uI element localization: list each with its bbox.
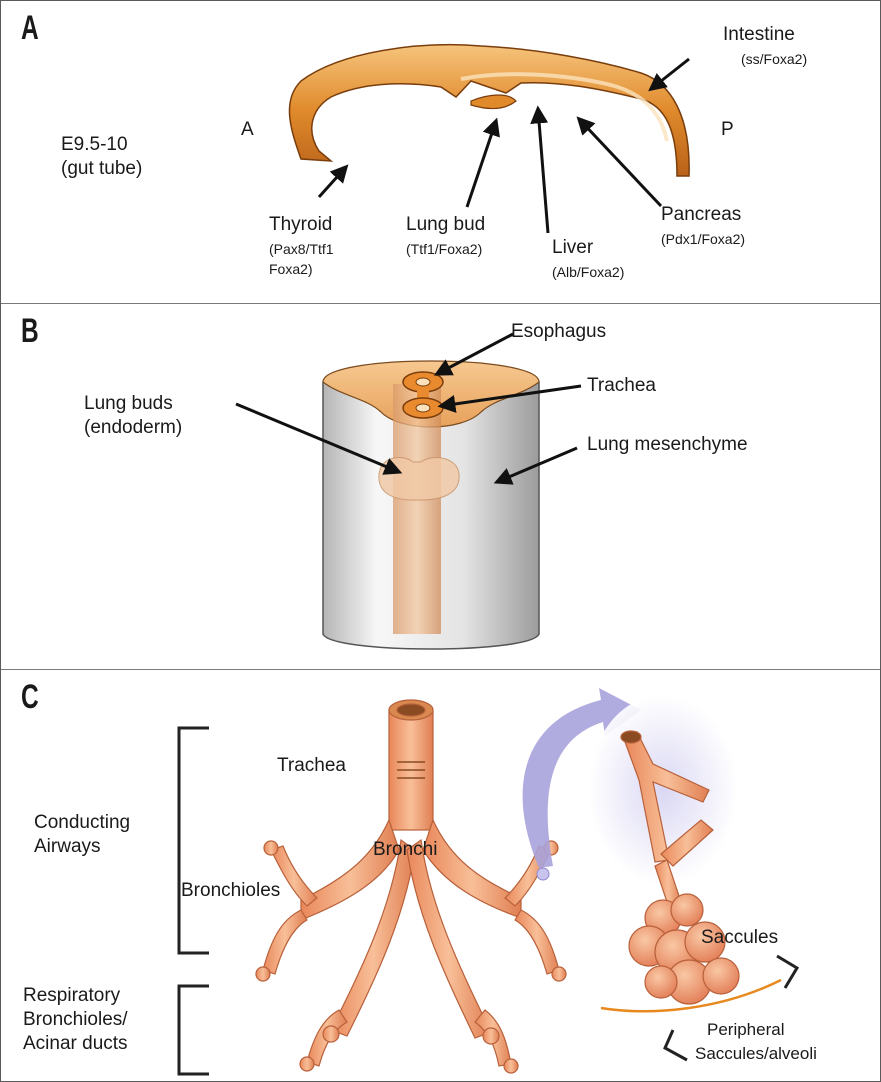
- lung-buds-shape: [379, 458, 459, 500]
- stage-note: (gut tube): [61, 157, 142, 180]
- gut-tube: [289, 45, 689, 176]
- intestine-label: Intestine: [723, 23, 795, 46]
- intestine-markers: (ss/Foxa2): [741, 49, 807, 69]
- pancreas-markers: (Pdx1/Foxa2): [661, 229, 745, 249]
- thyroid-label: Thyroid: [269, 213, 332, 236]
- magnified-spot: [537, 868, 549, 880]
- arrow-intestine: [651, 59, 689, 89]
- liver-label: Liver: [552, 236, 593, 259]
- arrow-lung-bud: [467, 121, 496, 207]
- panel-c: C: [1, 669, 880, 1082]
- peripheral-bracket-lower: [665, 1030, 687, 1060]
- trachea-label-b: Trachea: [587, 374, 656, 397]
- arrow-pancreas: [579, 119, 661, 206]
- trachea-label-c: Trachea: [277, 754, 346, 777]
- lung-bud-shape: [471, 95, 516, 108]
- peripheral-label-2: Saccules/alveoli: [695, 1044, 817, 1064]
- conducting-label-1: Conducting: [34, 811, 130, 834]
- stage-label: E9.5-10: [61, 133, 128, 156]
- panel-a: A E9.5-10: [1, 1, 880, 303]
- respiratory-label-3: Acinar ducts: [23, 1032, 128, 1055]
- peripheral-label-1: Peripheral: [707, 1020, 785, 1040]
- liver-markers: (Alb/Foxa2): [552, 262, 624, 282]
- saccules-cluster: [629, 894, 739, 1004]
- saccules-label: Saccules: [701, 926, 778, 949]
- lung-buds-endoderm: (endoderm): [84, 416, 182, 439]
- arrow-thyroid: [319, 167, 346, 197]
- respiratory-bracket: [179, 986, 209, 1074]
- thyroid-markers-1: (Pax8/Ttf1: [269, 239, 334, 259]
- lung-buds-label: Lung buds: [84, 392, 173, 415]
- posterior-label: P: [721, 118, 734, 141]
- thyroid-markers-2: Foxa2): [269, 259, 313, 279]
- pancreas-label: Pancreas: [661, 203, 741, 226]
- lung-bud-markers: (Ttf1/Foxa2): [406, 239, 482, 259]
- peripheral-bracket: [777, 956, 797, 988]
- respiratory-label-1: Respiratory: [23, 984, 120, 1007]
- conducting-label-2: Airways: [34, 835, 101, 858]
- esophagus-label: Esophagus: [511, 320, 606, 343]
- panel-b-art: [1, 304, 880, 670]
- foregut-tube: [393, 384, 441, 634]
- respiratory-label-2: Bronchioles/: [23, 1008, 128, 1031]
- arrow-liver: [538, 109, 548, 233]
- panel-b: B: [1, 303, 880, 670]
- lung-bud-label: Lung bud: [406, 213, 485, 236]
- mesenchyme-label: Lung mesenchyme: [587, 433, 748, 456]
- anterior-label: A: [241, 118, 254, 141]
- bronchioles-label: Bronchioles: [181, 879, 280, 902]
- bronchi-label: Bronchi: [373, 838, 437, 861]
- conducting-bracket: [179, 728, 209, 953]
